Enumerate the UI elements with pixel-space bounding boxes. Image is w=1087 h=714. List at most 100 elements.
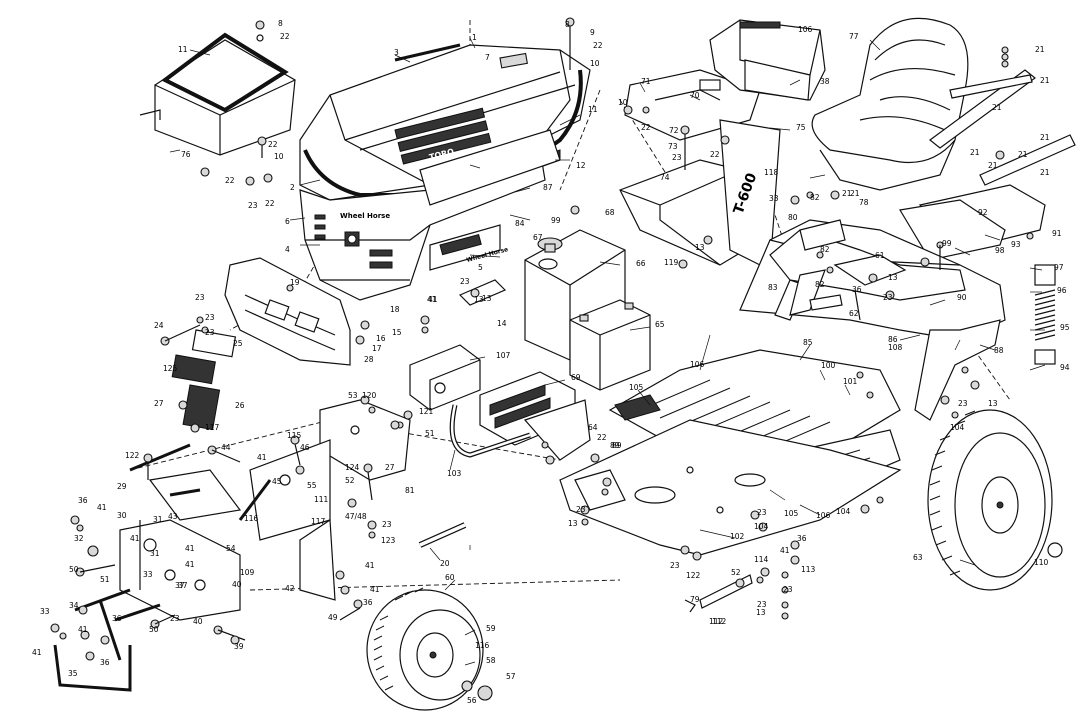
part-label-76: 76 [181, 150, 191, 159]
part-label-19: 19 [290, 278, 300, 287]
part-label-42: 42 [285, 584, 295, 593]
part-label-63: 63 [913, 553, 923, 562]
part-label-41: 41 [130, 534, 140, 543]
part-label-83: 83 [768, 283, 778, 292]
part-label-66: 66 [636, 259, 646, 268]
part-label-65: 65 [655, 320, 665, 329]
part-label-21: 21 [1018, 150, 1028, 159]
part-label-10: 10 [274, 152, 284, 161]
part-label-10: 10 [590, 59, 600, 68]
part-label-93: 93 [1011, 240, 1021, 249]
part-label-23: 23 [783, 585, 793, 594]
part-label-53: 53 [348, 391, 358, 400]
part-label-103: 103 [447, 469, 462, 478]
part-label-100: 100 [821, 361, 836, 370]
part-label-106: 106 [690, 360, 705, 369]
part-label-47-48: 47/48 [345, 512, 367, 521]
part-label-5: 5 [478, 263, 483, 272]
part-label-105: 105 [784, 509, 799, 518]
part-label-71: 71 [641, 77, 651, 86]
part-number-labels: 1234567889101010111112131313131313141516… [32, 19, 1070, 705]
part-label-40: 40 [232, 580, 242, 589]
part-label-64: 64 [588, 423, 598, 432]
part-label-13: 13 [482, 294, 492, 303]
part-label-41: 41 [78, 625, 88, 634]
part-label-2: 2 [290, 183, 295, 192]
part-label-72: 72 [669, 126, 679, 135]
part-label-102: 102 [730, 532, 745, 541]
part-label-23: 23 [672, 153, 682, 162]
part-label-41: 41 [780, 546, 790, 555]
front-axle [119, 469, 242, 621]
chassis-pan [559, 419, 902, 556]
part-label-97: 97 [1054, 263, 1064, 272]
part-label-21: 21 [1040, 168, 1050, 177]
part-label-13: 13 [474, 295, 484, 304]
part-label-22: 22 [225, 176, 235, 185]
part-label-21: 21 [970, 148, 980, 157]
front-frame [249, 399, 411, 601]
part-label-36: 36 [112, 614, 122, 623]
part-label-23: 23 [576, 505, 586, 514]
part-label-35: 35 [68, 669, 78, 678]
part-label-67: 67 [533, 233, 543, 242]
part-label-32: 32 [74, 534, 84, 543]
part-label-57: 57 [506, 672, 516, 681]
part-label-112: 112 [709, 617, 724, 626]
part-label-120: 120 [362, 391, 377, 400]
part-label-21: 21 [850, 189, 860, 198]
part-label-69: 69 [571, 373, 581, 382]
part-label-36: 36 [78, 496, 88, 505]
part-label-22: 22 [710, 150, 720, 159]
seat-rails [929, 69, 1076, 186]
rear-wheel [927, 409, 1053, 591]
part-label-106: 106 [798, 25, 813, 34]
part-label-104: 104 [754, 522, 769, 531]
part-label-17: 17 [372, 344, 382, 353]
part-label-50: 50 [149, 625, 159, 634]
part-label-36: 36 [852, 285, 862, 294]
part-label-41: 41 [257, 453, 267, 462]
part-label-122: 122 [125, 451, 140, 460]
part-label-82: 82 [810, 193, 820, 202]
part-label-50: 50 [69, 565, 79, 574]
part-label-33: 33 [40, 607, 50, 616]
part-label-41: 41 [185, 560, 195, 569]
part-label-84: 84 [515, 219, 525, 228]
part-label-92: 92 [978, 208, 988, 217]
seat [811, 17, 969, 191]
part-label-109: 109 [240, 568, 255, 577]
part-label-39: 39 [234, 642, 244, 651]
part-label-34: 34 [69, 601, 79, 610]
part-label-30: 30 [117, 511, 127, 520]
part-label-22: 22 [265, 199, 275, 208]
part-label-61: 61 [875, 251, 885, 260]
part-label-22: 22 [268, 140, 278, 149]
part-label-112: 112 [712, 617, 727, 626]
part-label-105: 105 [629, 383, 644, 392]
part-label-74: 74 [660, 173, 670, 182]
part-label-44: 44 [221, 443, 231, 452]
part-label-88: 88 [994, 346, 1004, 355]
part-label-54: 54 [226, 544, 236, 553]
part-label-23: 23 [195, 293, 205, 302]
part-label-16: 16 [376, 334, 386, 343]
part-label-43: 43 [168, 512, 178, 521]
part-label-23: 23 [170, 614, 180, 623]
part-label-99: 99 [551, 216, 561, 225]
part-label-13: 13 [568, 519, 578, 528]
part-label-122: 122 [686, 571, 701, 580]
part-label-9: 9 [590, 28, 595, 37]
part-label-22: 22 [280, 32, 290, 41]
part-label-87: 87 [543, 183, 553, 192]
part-label-110: 110 [1034, 558, 1049, 567]
part-label-6: 6 [285, 217, 290, 226]
part-label-37: 37 [175, 581, 185, 590]
part-label-13: 13 [695, 243, 705, 252]
part-label-31: 31 [150, 549, 160, 558]
part-label-37: 37 [178, 581, 188, 590]
part-label-108: 108 [888, 343, 903, 352]
part-label-85: 85 [803, 338, 813, 347]
hood-side-logo: Wheel Horse [340, 212, 390, 220]
